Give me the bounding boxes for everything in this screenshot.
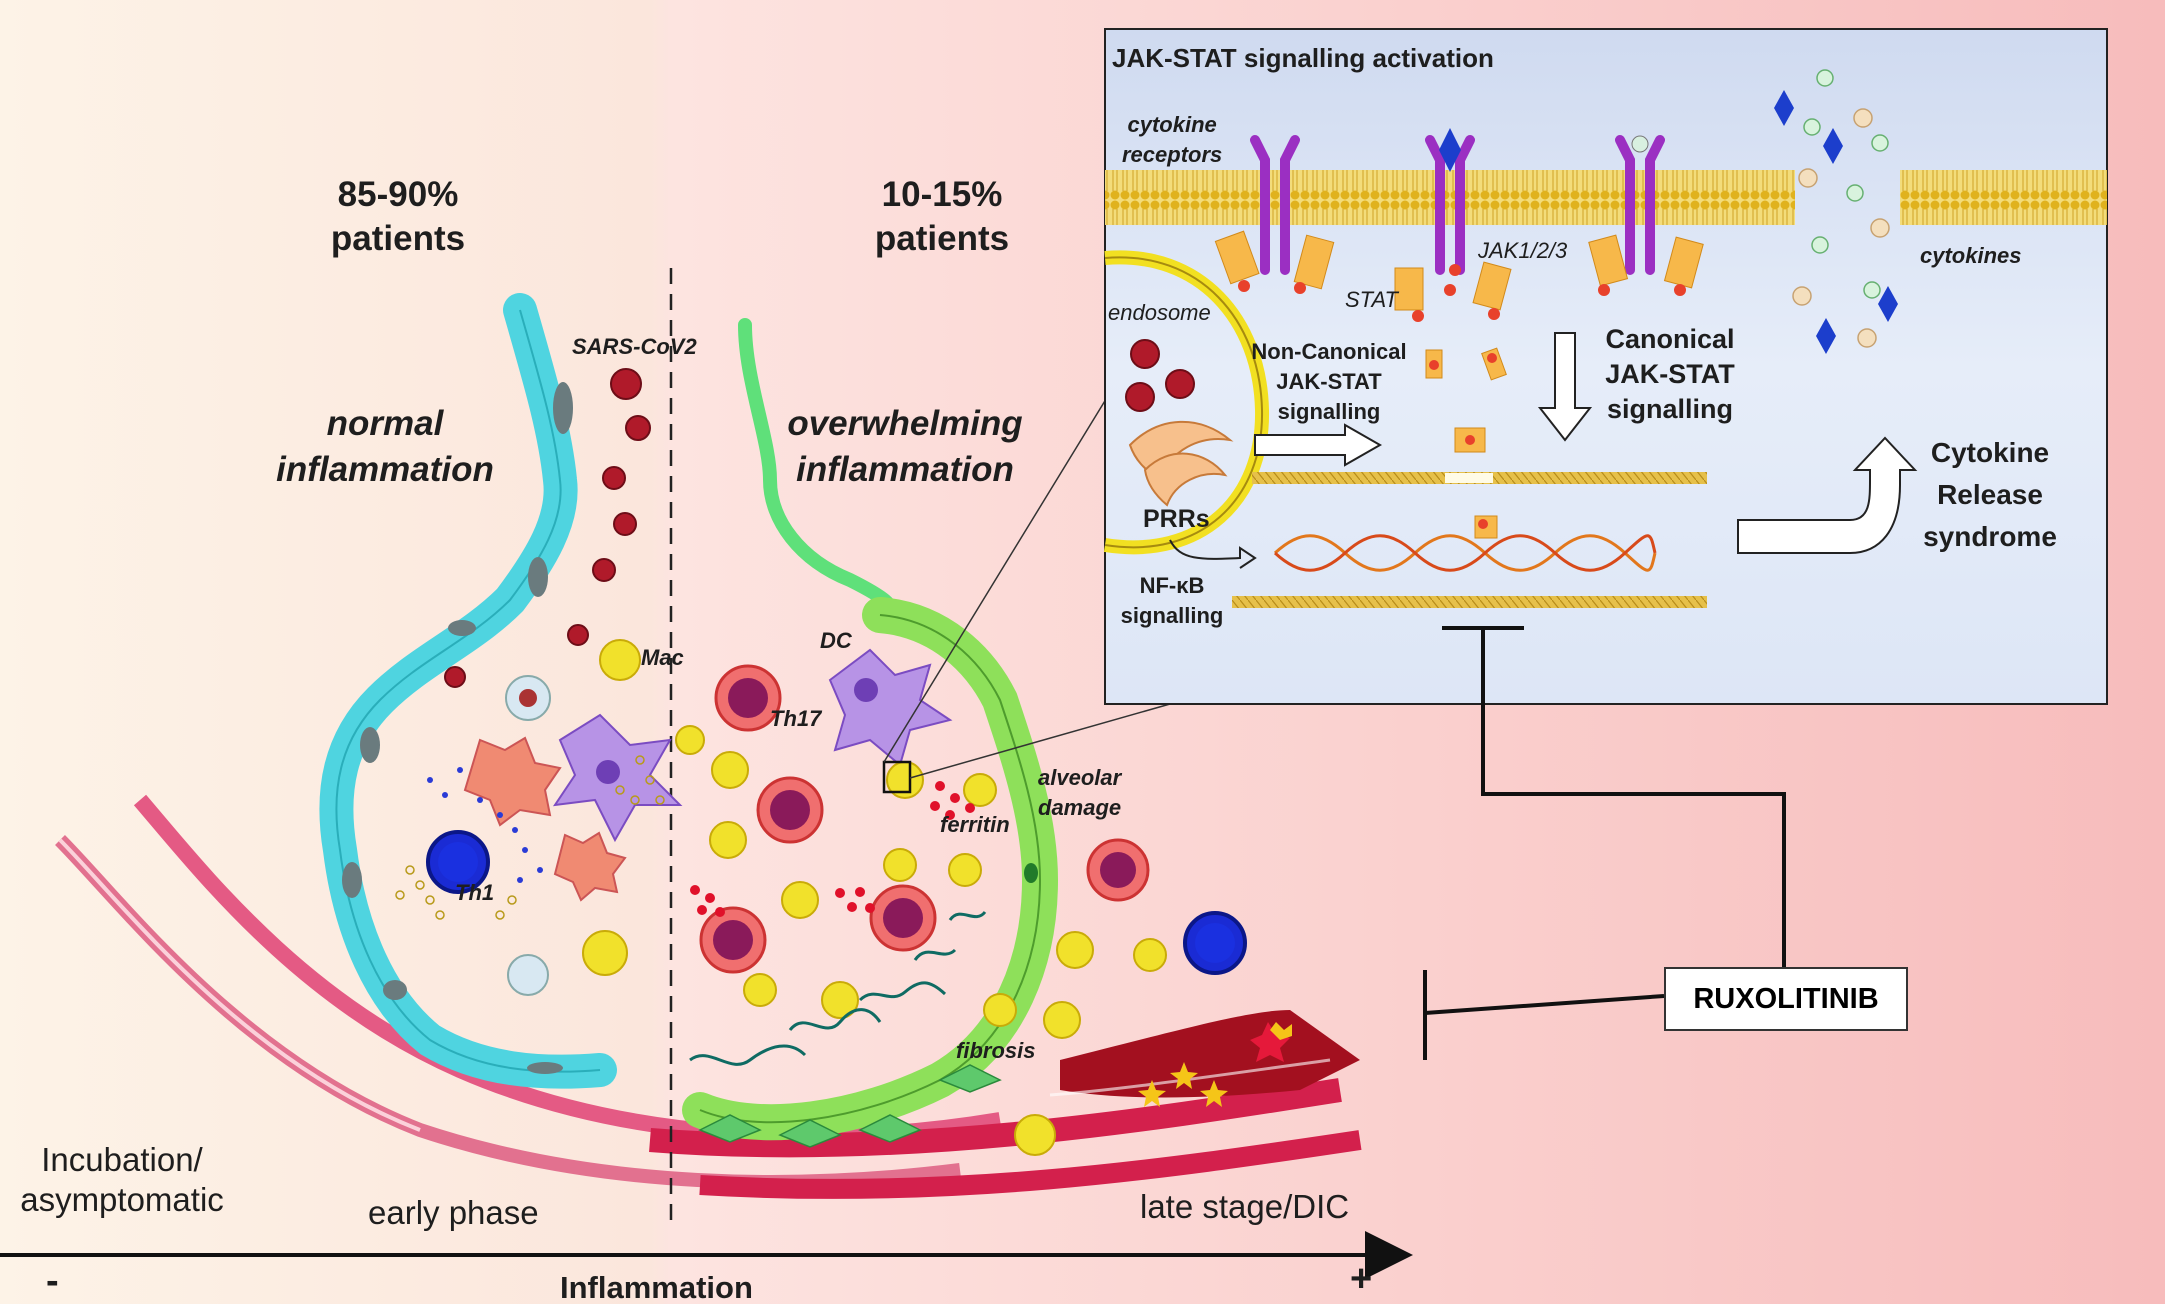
cytokine-receptors-label: cytokine receptors (1122, 112, 1223, 167)
immune-cells-right (699, 648, 1247, 975)
alveolar-damage-label: alveolar damage (1038, 765, 1122, 820)
overwhelming-inflammation-label: overwhelming inflammation (787, 404, 1023, 489)
normal-inflammation-label: normal inflammation (276, 404, 494, 489)
mac-label: Mac (641, 645, 684, 670)
axis-label: Inflammation (560, 1270, 753, 1305)
immune-cells-left (426, 639, 683, 996)
dc-label: DC (820, 628, 852, 653)
sars-cov2-virions (444, 368, 651, 688)
ruxolitinib-box: RUXOLITINIB (1664, 967, 1908, 1031)
canonical-label: Canonical JAK-STAT signalling (1605, 324, 1735, 424)
th1-label: Th1 (455, 880, 495, 905)
axis-minus: - (46, 1260, 59, 1302)
sars-cov2-label: SARS-CoV2 (572, 334, 697, 359)
jak-label: JAK1/2/3 (1478, 238, 1568, 263)
early-phase-label: early phase (368, 1194, 539, 1231)
nfkb-label: NF-κB signalling (1120, 573, 1224, 628)
jak-stat-panel (1103, 28, 2108, 705)
dna-helix (1273, 534, 1657, 572)
late-stage-label: late stage/DIC (1140, 1188, 1350, 1225)
ferritin-dots (690, 781, 975, 917)
epithelium-left (319, 293, 617, 1089)
jak-stat-title: JAK-STAT signalling activation (1112, 43, 1494, 73)
incubation-label: Incubation/ asymptomatic (20, 1141, 224, 1218)
ferritin-label: ferritin (940, 812, 1010, 837)
cytokines-label: cytokines (1920, 243, 2022, 268)
crs-label: Cytokine Release syndrome (1923, 437, 2057, 552)
fibroblasts (698, 1064, 1002, 1148)
left-percentage: 85-90% patients (330, 175, 466, 258)
axis-plus: + (1350, 1258, 1373, 1300)
epithelium-right (682, 318, 1059, 1141)
macrophages-right (675, 725, 1167, 1156)
fibrosis-strands (689, 910, 987, 1066)
cytokine-blue-dots-left (427, 767, 543, 883)
zoom-indicator (882, 354, 1171, 794)
noncanonical-label: Non-Canonical JAK-STAT signalling (1251, 339, 1407, 424)
prrs-label: PRRs (1143, 505, 1210, 533)
clot (1138, 1022, 1292, 1107)
cytokine-dots-left (395, 755, 665, 920)
fibrosis-label: fibrosis (956, 1038, 1036, 1063)
inhibition-lines (1423, 626, 1786, 1060)
right-percentage: 10-15% patients (874, 175, 1010, 258)
cytokine-receptors (1250, 135, 1665, 275)
th17-label: Th17 (770, 706, 822, 731)
stat-label: STAT (1345, 287, 1398, 312)
endosome-label: endosome (1108, 300, 1211, 325)
cytokine-particles (1774, 69, 1898, 354)
